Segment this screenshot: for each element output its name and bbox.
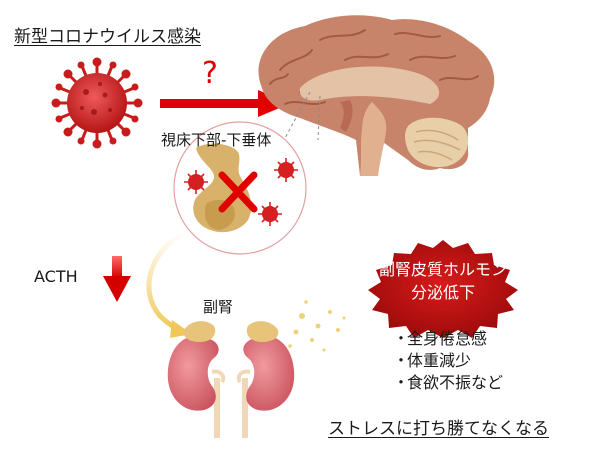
- badge-line-2: 分泌低下: [410, 283, 475, 302]
- kidneys-illustration: [167, 321, 295, 438]
- symptom-item: ・体重減少: [393, 350, 503, 372]
- badge-text: 副腎皮質ホルモン 分泌低下: [365, 258, 521, 304]
- page-title: 新型コロナウイルス感染: [14, 27, 201, 47]
- small-virus-icon: [184, 170, 208, 194]
- decrease-arrow: [103, 256, 131, 302]
- cerebellum: [405, 117, 469, 168]
- badge-line-1: 副腎皮質ホルモン: [378, 260, 507, 279]
- left-kidney: [167, 321, 226, 411]
- right-kidney: [236, 321, 295, 411]
- hormone-flow-arrow: [146, 229, 192, 338]
- hypothalamus-pituitary-label: 視床下部-下垂体: [161, 131, 272, 149]
- coronavirus-icon: [51, 57, 143, 149]
- symptom-list: ・全身倦怠感 ・体重減少 ・食欲不振など: [393, 328, 503, 394]
- conclusion-text: ストレスに打ち勝てなくなる: [328, 419, 549, 439]
- symptom-label: 全身倦怠感: [407, 329, 488, 348]
- cross-mark-icon: [218, 171, 258, 213]
- small-virus-icon: [274, 158, 298, 182]
- symptom-label: 体重減少: [407, 351, 472, 370]
- symptom-item: ・全身倦怠感: [393, 328, 503, 350]
- bullet: ・: [393, 351, 410, 370]
- bullet: ・: [393, 329, 410, 348]
- bullet: ・: [393, 373, 410, 392]
- hormone-particles: [288, 300, 346, 352]
- symptom-item: ・食欲不振など: [393, 372, 503, 394]
- acth-label: ACTH: [34, 267, 78, 286]
- question-mark: ?: [202, 56, 218, 91]
- adrenal-label: 副腎: [203, 298, 234, 316]
- hormone-decrease-badge: [368, 240, 518, 338]
- brain-illustration: [258, 15, 495, 177]
- pituitary-zoom-circle: [173, 121, 307, 255]
- symptom-label: 食欲不振など: [407, 373, 504, 392]
- small-virus-icon: [258, 202, 282, 226]
